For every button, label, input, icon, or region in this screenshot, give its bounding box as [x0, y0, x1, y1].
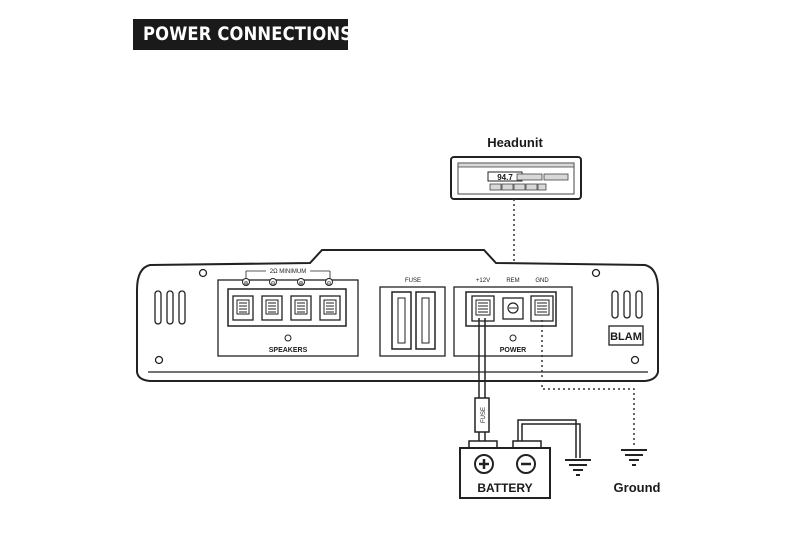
terminal-gnd-label: GND: [535, 278, 549, 284]
terminal-rem: [502, 297, 524, 320]
terminal-12v: [471, 295, 495, 322]
page-title: POWER CONNECTIONS: [143, 23, 353, 45]
fuse-panel: FUSE: [379, 278, 446, 357]
chassis-ground-icon: [621, 449, 647, 466]
terminal-rem-label: REM: [506, 278, 519, 284]
battery-ground-wire: [517, 419, 577, 458]
speaker-terminal-1: [232, 295, 254, 321]
speaker-polarity-4: ⊖: [326, 281, 331, 287]
battery-ground-icon: [565, 459, 591, 476]
ground-wire: [541, 320, 635, 448]
battery-positive-icon: [474, 454, 494, 474]
speaker-terminal-3: [290, 295, 312, 321]
battery-negative-icon: [516, 454, 536, 474]
fuse-panel-label: FUSE: [405, 278, 421, 284]
speakers-panel: 2Ω MINIMUM ⊕ ⊖ ⊕ ⊖: [217, 269, 359, 357]
headunit-frequency: 94.7: [497, 173, 513, 182]
speaker-terminal-2: [261, 295, 283, 321]
battery: BATTERY: [459, 440, 551, 499]
brand-logo: [608, 325, 644, 346]
speaker-terminal-4: [319, 295, 341, 321]
title-banner: POWER CONNECTIONS: [133, 19, 352, 50]
headunit: 94.7: [450, 156, 582, 200]
brand-logo-text: BLAM: [610, 331, 642, 343]
speakers-impedance-note: 2Ω MINIMUM: [270, 269, 306, 275]
inline-fuse: FUSE: [474, 397, 490, 433]
headunit-label: Headunit: [487, 135, 543, 150]
power-label: POWER: [500, 347, 526, 354]
terminal-gnd: [530, 295, 554, 322]
speaker-polarity-1: ⊕: [243, 281, 248, 287]
speakers-label: SPEAKERS: [269, 347, 308, 354]
inline-fuse-label: FUSE: [481, 407, 487, 423]
speaker-polarity-3: ⊕: [298, 281, 303, 287]
battery-label: BATTERY: [477, 481, 532, 495]
speaker-polarity-2: ⊖: [270, 281, 275, 287]
ground-label: Ground: [614, 480, 661, 495]
power-panel: +12V REM GND POWER: [453, 278, 573, 357]
terminal-12v-label: +12V: [476, 278, 490, 284]
